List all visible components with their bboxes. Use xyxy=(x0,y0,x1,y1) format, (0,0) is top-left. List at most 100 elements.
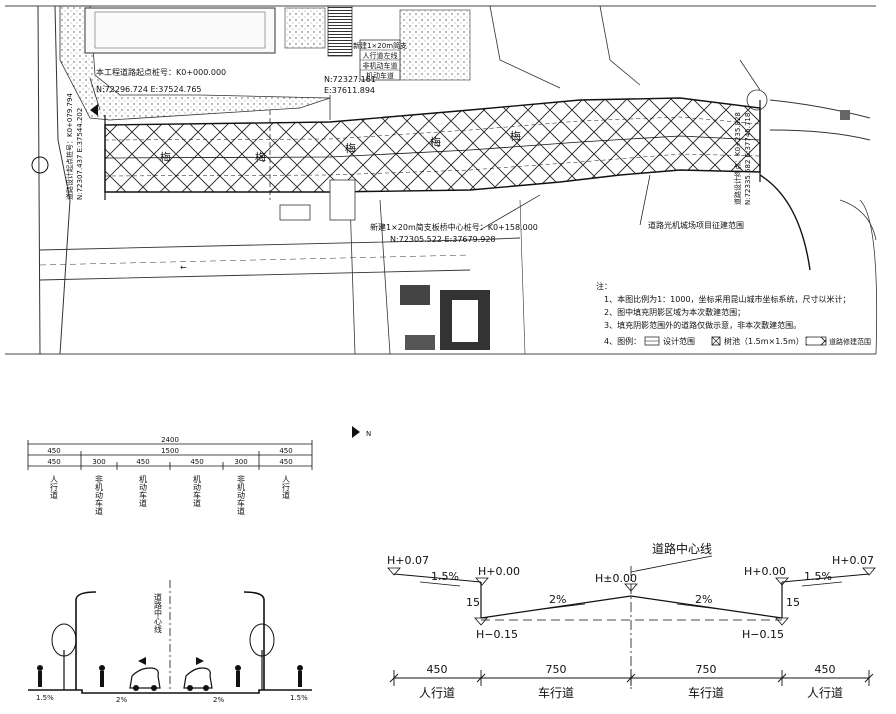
arrow-right-icon xyxy=(196,657,204,665)
side-label-d: 机动车道 xyxy=(366,71,394,80)
north-mark: N xyxy=(352,426,371,438)
start-coord: N:72296.724 E:37524.765 xyxy=(96,85,202,94)
street-lamp-left xyxy=(75,591,97,690)
dim-r2-4: 300 xyxy=(234,458,247,466)
dim-r2-0: 450 xyxy=(47,458,60,466)
section-center-label: 道路中心线 xyxy=(154,592,163,633)
profile-width-0: 450 xyxy=(427,663,448,676)
notes-head: 注： xyxy=(596,281,612,291)
car-left xyxy=(129,667,161,691)
side-label-c: 非机动车道 xyxy=(363,61,398,70)
dim-r1-0: 450 xyxy=(47,447,60,455)
note-4-scope: 道路修建范围 xyxy=(829,337,871,346)
lane-label-2: 机动车道 xyxy=(139,474,148,508)
cross-section: 2400 450 1500 450 450 300 450 450 300 45… xyxy=(27,436,313,704)
arrow-left-icon xyxy=(138,657,146,665)
start-label: 本工程道路起点桩号：K0+000.000 xyxy=(96,67,226,77)
profile-center-label: 道路中心线 xyxy=(652,541,712,556)
note-4-tree: 树池（1.5m×1.5m） xyxy=(724,336,804,346)
plan-view: 新建1×20m简支 人行道左线 非机动车道 机动车道 梅 梅 梅 梅 梅 xyxy=(5,5,878,355)
building-block-right xyxy=(840,110,850,120)
hatch-word-4: 梅 xyxy=(430,135,441,149)
building-lower-b xyxy=(400,285,430,305)
building-lower-c xyxy=(405,335,435,350)
profile-h-center: H±0.00 xyxy=(595,572,637,585)
note-2: 2、图中填充阴影区域为本次敷建范围； xyxy=(604,307,745,317)
tree-right xyxy=(249,623,275,690)
side-label-b: 人行道左线 xyxy=(363,51,398,60)
note-1: 1、本图比例为1：1000，坐标采用昆山城市坐标系统，尺寸以米计； xyxy=(604,294,851,304)
left-station-b: N:72307.437 E:37544.202 xyxy=(76,108,84,200)
slope-small-right: 1.5% xyxy=(290,694,308,702)
legend-tree-swatch xyxy=(711,336,721,346)
note-4-prefix: 4、图例： xyxy=(604,336,641,346)
road-profile: 道路中心线 H+0.07 H+0.00 H±0.00 H+0.00 xyxy=(387,541,876,700)
profile-label-0: 人行道 xyxy=(419,686,455,700)
profile-width-2: 750 xyxy=(696,663,717,676)
tree-left xyxy=(51,623,77,690)
north-mark-label: N xyxy=(366,430,371,438)
dim-total: 2400 xyxy=(161,436,179,444)
svg-text:←: ← xyxy=(180,263,187,272)
lane-label-4: 非机动车道 xyxy=(237,474,246,516)
slope-small-left: 1.5% xyxy=(36,694,54,702)
profile-label-3: 人行道 xyxy=(807,686,843,700)
profile-h-left-top: H+0.07 xyxy=(387,554,429,567)
station-marker-left xyxy=(31,156,49,174)
right-station-a: 道路设计终点：K0+235.828 xyxy=(733,112,742,205)
bridge-coord: N:72305.522 E:37679.928 xyxy=(390,235,496,244)
profile-slope-side-right: 1.5% xyxy=(804,570,832,583)
profile-label-1: 车行道 xyxy=(538,685,574,700)
dim-r2-5: 450 xyxy=(279,458,292,466)
hatch-word-2: 梅 xyxy=(255,150,266,164)
profile-h-left-mid: H+0.00 xyxy=(478,565,520,578)
hatch-word-1: 梅 xyxy=(160,150,171,164)
side-label-a: 新建1×20m简支 xyxy=(353,41,407,50)
green-area-b xyxy=(399,9,471,81)
hatch-word-3: 梅 xyxy=(345,141,356,155)
arrow-marker-left xyxy=(90,104,98,116)
plan-notes: 注： 1、本图比例为1：1000，坐标采用昆山城市坐标系统，尺寸以米计； 2、图… xyxy=(596,281,871,346)
right-station-b: N:72335.582 E:37745.718 xyxy=(744,113,752,205)
profile-h-left-bot: H−0.15 xyxy=(476,628,518,641)
left-station-a: 道路设计起点桩号：K0+079.794 xyxy=(65,93,74,200)
profile-slope-road-right: 2% xyxy=(695,593,712,606)
profile-slope-road-left: 2% xyxy=(549,593,566,606)
dim-r1-2: 450 xyxy=(279,447,292,455)
slope-mid-left: 2% xyxy=(116,696,127,704)
green-area-a xyxy=(284,7,326,49)
lane-label-1: 非机动车道 xyxy=(95,474,104,516)
car-right xyxy=(183,667,213,691)
note-4-design: 设计范围 xyxy=(663,336,695,346)
profile-width-3: 450 xyxy=(815,663,836,676)
hatch-word-5: 梅 xyxy=(510,129,521,143)
profile-width-1: 750 xyxy=(546,663,567,676)
profile-slope-side-left: 1.5% xyxy=(431,570,459,583)
dim-r1-1: 1500 xyxy=(161,447,179,455)
profile-h-right-top: H+0.07 xyxy=(832,554,874,567)
small-box-plan xyxy=(279,204,311,221)
lane-label-3: 机动车道 xyxy=(193,474,202,508)
slope-mid-right: 2% xyxy=(213,696,224,704)
profile-h-right-mid: H+0.00 xyxy=(744,565,786,578)
profile-h-right-bot: H−0.15 xyxy=(742,628,784,641)
pedestrians xyxy=(37,665,303,687)
profile-label-2: 车行道 xyxy=(688,685,724,700)
stairs-block xyxy=(327,5,353,57)
lane-label-5: 人行道 xyxy=(282,475,291,500)
bridge-label: 新建1×20m简支板桥中心桩号：K0+158.000 xyxy=(370,222,538,232)
end-coord-n: N:72327.161 xyxy=(324,75,376,84)
dim-r2-3: 450 xyxy=(190,458,203,466)
dim-r2-2: 450 xyxy=(136,458,149,466)
building-top-left xyxy=(84,7,276,54)
profile-curb-left: 15 xyxy=(466,596,480,609)
legend-scope-swatch xyxy=(805,336,827,346)
scope-label: 道路光机城场项目征建范围 xyxy=(648,220,744,230)
lane-label-0: 人行道 xyxy=(50,475,59,500)
dim-r2-1: 300 xyxy=(92,458,105,466)
street-lamp-right xyxy=(243,591,265,690)
profile-curb-right: 15 xyxy=(786,596,800,609)
note-3: 3、填充阴影范围外的道路仅做示意，非本次敷建范围。 xyxy=(604,320,801,330)
end-coord-e: E:37611.894 xyxy=(324,86,375,95)
